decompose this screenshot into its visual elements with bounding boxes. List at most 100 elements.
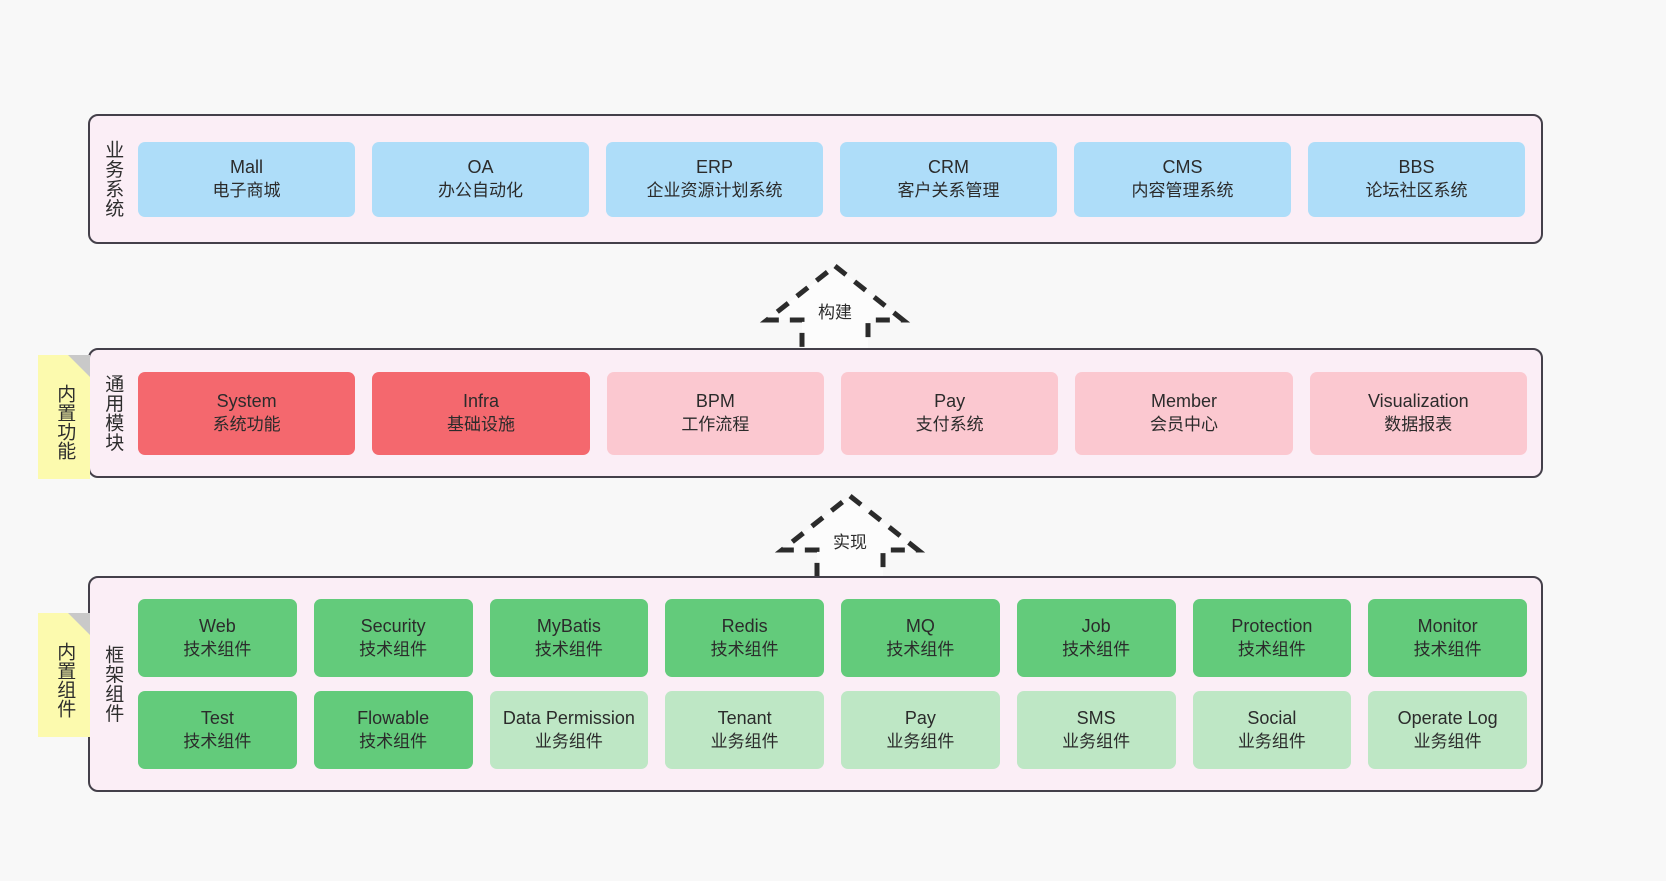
layer-body-framework-component: Web 技术组件 Security 技术组件 MyBatis 技术组件 Redi…: [134, 578, 1541, 790]
card-title: System: [216, 390, 277, 411]
folded-corner-icon: [68, 613, 90, 635]
card-mq[interactable]: MQ 技术组件: [841, 599, 1000, 677]
card-title: Redis: [721, 615, 768, 636]
card-subtitle: 数据报表: [1384, 414, 1453, 434]
card-title: BPM: [695, 390, 735, 411]
card-social[interactable]: Social 业务组件: [1192, 691, 1352, 769]
folded-corner-icon: [68, 355, 90, 377]
card-title: Tenant: [717, 707, 772, 728]
card-subtitle: 企业资源计划系统: [646, 180, 783, 200]
card-infra[interactable]: Infra 基础设施: [372, 371, 590, 455]
card-subtitle: 技术组件: [1237, 639, 1306, 659]
card-protection[interactable]: Protection 技术组件: [1192, 599, 1352, 677]
card-subtitle: 技术组件: [359, 639, 428, 659]
card-subtitle: 业务组件: [886, 731, 955, 751]
card-bpm[interactable]: BPM 工作流程: [606, 371, 824, 455]
card-subtitle: 技术组件: [183, 639, 252, 659]
card-visualization[interactable]: Visualization 数据报表: [1309, 371, 1527, 455]
card-subtitle: 技术组件: [359, 731, 428, 751]
card-title: CMS: [1162, 156, 1203, 177]
card-subtitle: 工作流程: [681, 414, 750, 434]
card-title: Pay: [904, 707, 936, 728]
card-system[interactable]: System 系统功能: [138, 371, 356, 455]
card-operate-log[interactable]: Operate Log 业务组件: [1368, 691, 1527, 769]
layer-business-system: 业务系统 Mall 电子商城 OA 办公自动化 ERP 企业资源计划系统 CRM…: [88, 114, 1543, 244]
dashed-up-arrow-icon: [774, 492, 926, 585]
card-title: Visualization: [1367, 390, 1469, 411]
row-tech-components: Web 技术组件 Security 技术组件 MyBatis 技术组件 Redi…: [138, 599, 1527, 677]
dashed-up-arrow-icon: [759, 262, 911, 355]
card-subtitle: 系统功能: [212, 414, 281, 434]
card-title: Monitor: [1417, 615, 1478, 636]
card-monitor[interactable]: Monitor 技术组件: [1368, 599, 1527, 677]
row-common-modules: System 系统功能 Infra 基础设施 BPM 工作流程 Pay 支付系统…: [138, 371, 1527, 455]
card-erp[interactable]: ERP 企业资源计划系统: [606, 141, 823, 217]
card-subtitle: 业务组件: [710, 731, 779, 751]
card-test[interactable]: Test 技术组件: [138, 691, 297, 769]
card-title: Mall: [229, 156, 263, 177]
layer-body-common-module: System 系统功能 Infra 基础设施 BPM 工作流程 Pay 支付系统…: [134, 350, 1541, 476]
card-job[interactable]: Job 技术组件: [1016, 599, 1176, 677]
card-title: Flowable: [357, 707, 430, 728]
card-title: Web: [199, 615, 236, 636]
card-subtitle: 业务组件: [534, 731, 603, 751]
card-title: Infra: [462, 390, 499, 411]
row-business-systems: Mall 电子商城 OA 办公自动化 ERP 企业资源计划系统 CRM 客户关系…: [138, 141, 1525, 217]
card-web[interactable]: Web 技术组件: [138, 599, 297, 677]
card-mybatis[interactable]: MyBatis 技术组件: [489, 599, 649, 677]
card-bbs[interactable]: BBS 论坛社区系统: [1308, 141, 1525, 217]
card-title: Security: [360, 615, 426, 636]
card-title: Protection: [1231, 615, 1313, 636]
card-subtitle: 技术组件: [534, 639, 603, 659]
note-builtin-function-label: 内置功能: [54, 384, 76, 460]
card-subtitle: 办公自动化: [438, 180, 523, 200]
card-subtitle: 业务组件: [1413, 731, 1482, 751]
card-subtitle: 技术组件: [710, 639, 779, 659]
card-pay[interactable]: Pay 支付系统: [840, 371, 1059, 455]
card-subtitle: 论坛社区系统: [1365, 180, 1468, 200]
card-subtitle: 业务组件: [1062, 731, 1131, 751]
card-crm[interactable]: CRM 客户关系管理: [840, 141, 1057, 217]
row-business-components: Test 技术组件 Flowable 技术组件 Data Permission …: [138, 691, 1527, 769]
card-oa[interactable]: OA 办公自动化: [372, 141, 589, 217]
card-subtitle: 技术组件: [183, 731, 252, 751]
card-title: MQ: [905, 615, 935, 636]
layer-framework-component: 框架组件 Web 技术组件 Security 技术组件 MyBatis 技术组件…: [88, 576, 1543, 792]
card-subtitle: 技术组件: [886, 639, 955, 659]
card-security[interactable]: Security 技术组件: [313, 599, 473, 677]
card-title: BBS: [1398, 156, 1435, 177]
layer-title-business-system: 业务系统: [102, 140, 124, 218]
layer-common-module: 通用模块 System 系统功能 Infra 基础设施 BPM 工作流程 Pay…: [88, 348, 1543, 478]
card-subtitle: 电子商城: [212, 180, 281, 200]
card-member[interactable]: Member 会员中心: [1075, 371, 1293, 455]
card-title: ERP: [695, 156, 733, 177]
layer-title-framework-component: 框架组件: [102, 645, 124, 723]
card-subtitle: 业务组件: [1237, 731, 1306, 751]
card-pay-component[interactable]: Pay 业务组件: [841, 691, 1000, 769]
arrow-build: 构建: [759, 260, 911, 355]
card-title: Operate Log: [1397, 707, 1498, 728]
card-data-permission[interactable]: Data Permission 业务组件: [489, 691, 649, 769]
card-title: CRM: [928, 156, 969, 177]
card-flowable[interactable]: Flowable 技术组件: [313, 691, 473, 769]
card-tenant[interactable]: Tenant 业务组件: [665, 691, 824, 769]
layer-body-business-system: Mall 电子商城 OA 办公自动化 ERP 企业资源计划系统 CRM 客户关系…: [134, 116, 1541, 242]
card-subtitle: 基础设施: [446, 414, 515, 434]
card-mall[interactable]: Mall 电子商城: [138, 141, 355, 217]
card-cms[interactable]: CMS 内容管理系统: [1074, 141, 1291, 217]
card-redis[interactable]: Redis 技术组件: [665, 599, 824, 677]
card-subtitle: 客户关系管理: [897, 180, 1000, 200]
card-title: Social: [1247, 707, 1297, 728]
card-subtitle: 支付系统: [915, 414, 984, 434]
note-builtin-component-label: 内置组件: [54, 642, 76, 718]
card-title: Test: [200, 707, 234, 728]
note-builtin-function: 内置功能: [38, 355, 90, 479]
note-builtin-component: 内置组件: [38, 613, 90, 737]
layer-title-common-module: 通用模块: [102, 374, 124, 452]
card-sms[interactable]: SMS 业务组件: [1016, 691, 1176, 769]
card-subtitle: 内容管理系统: [1131, 180, 1234, 200]
card-title: Member: [1150, 390, 1217, 411]
card-subtitle: 会员中心: [1149, 414, 1218, 434]
card-subtitle: 技术组件: [1062, 639, 1131, 659]
